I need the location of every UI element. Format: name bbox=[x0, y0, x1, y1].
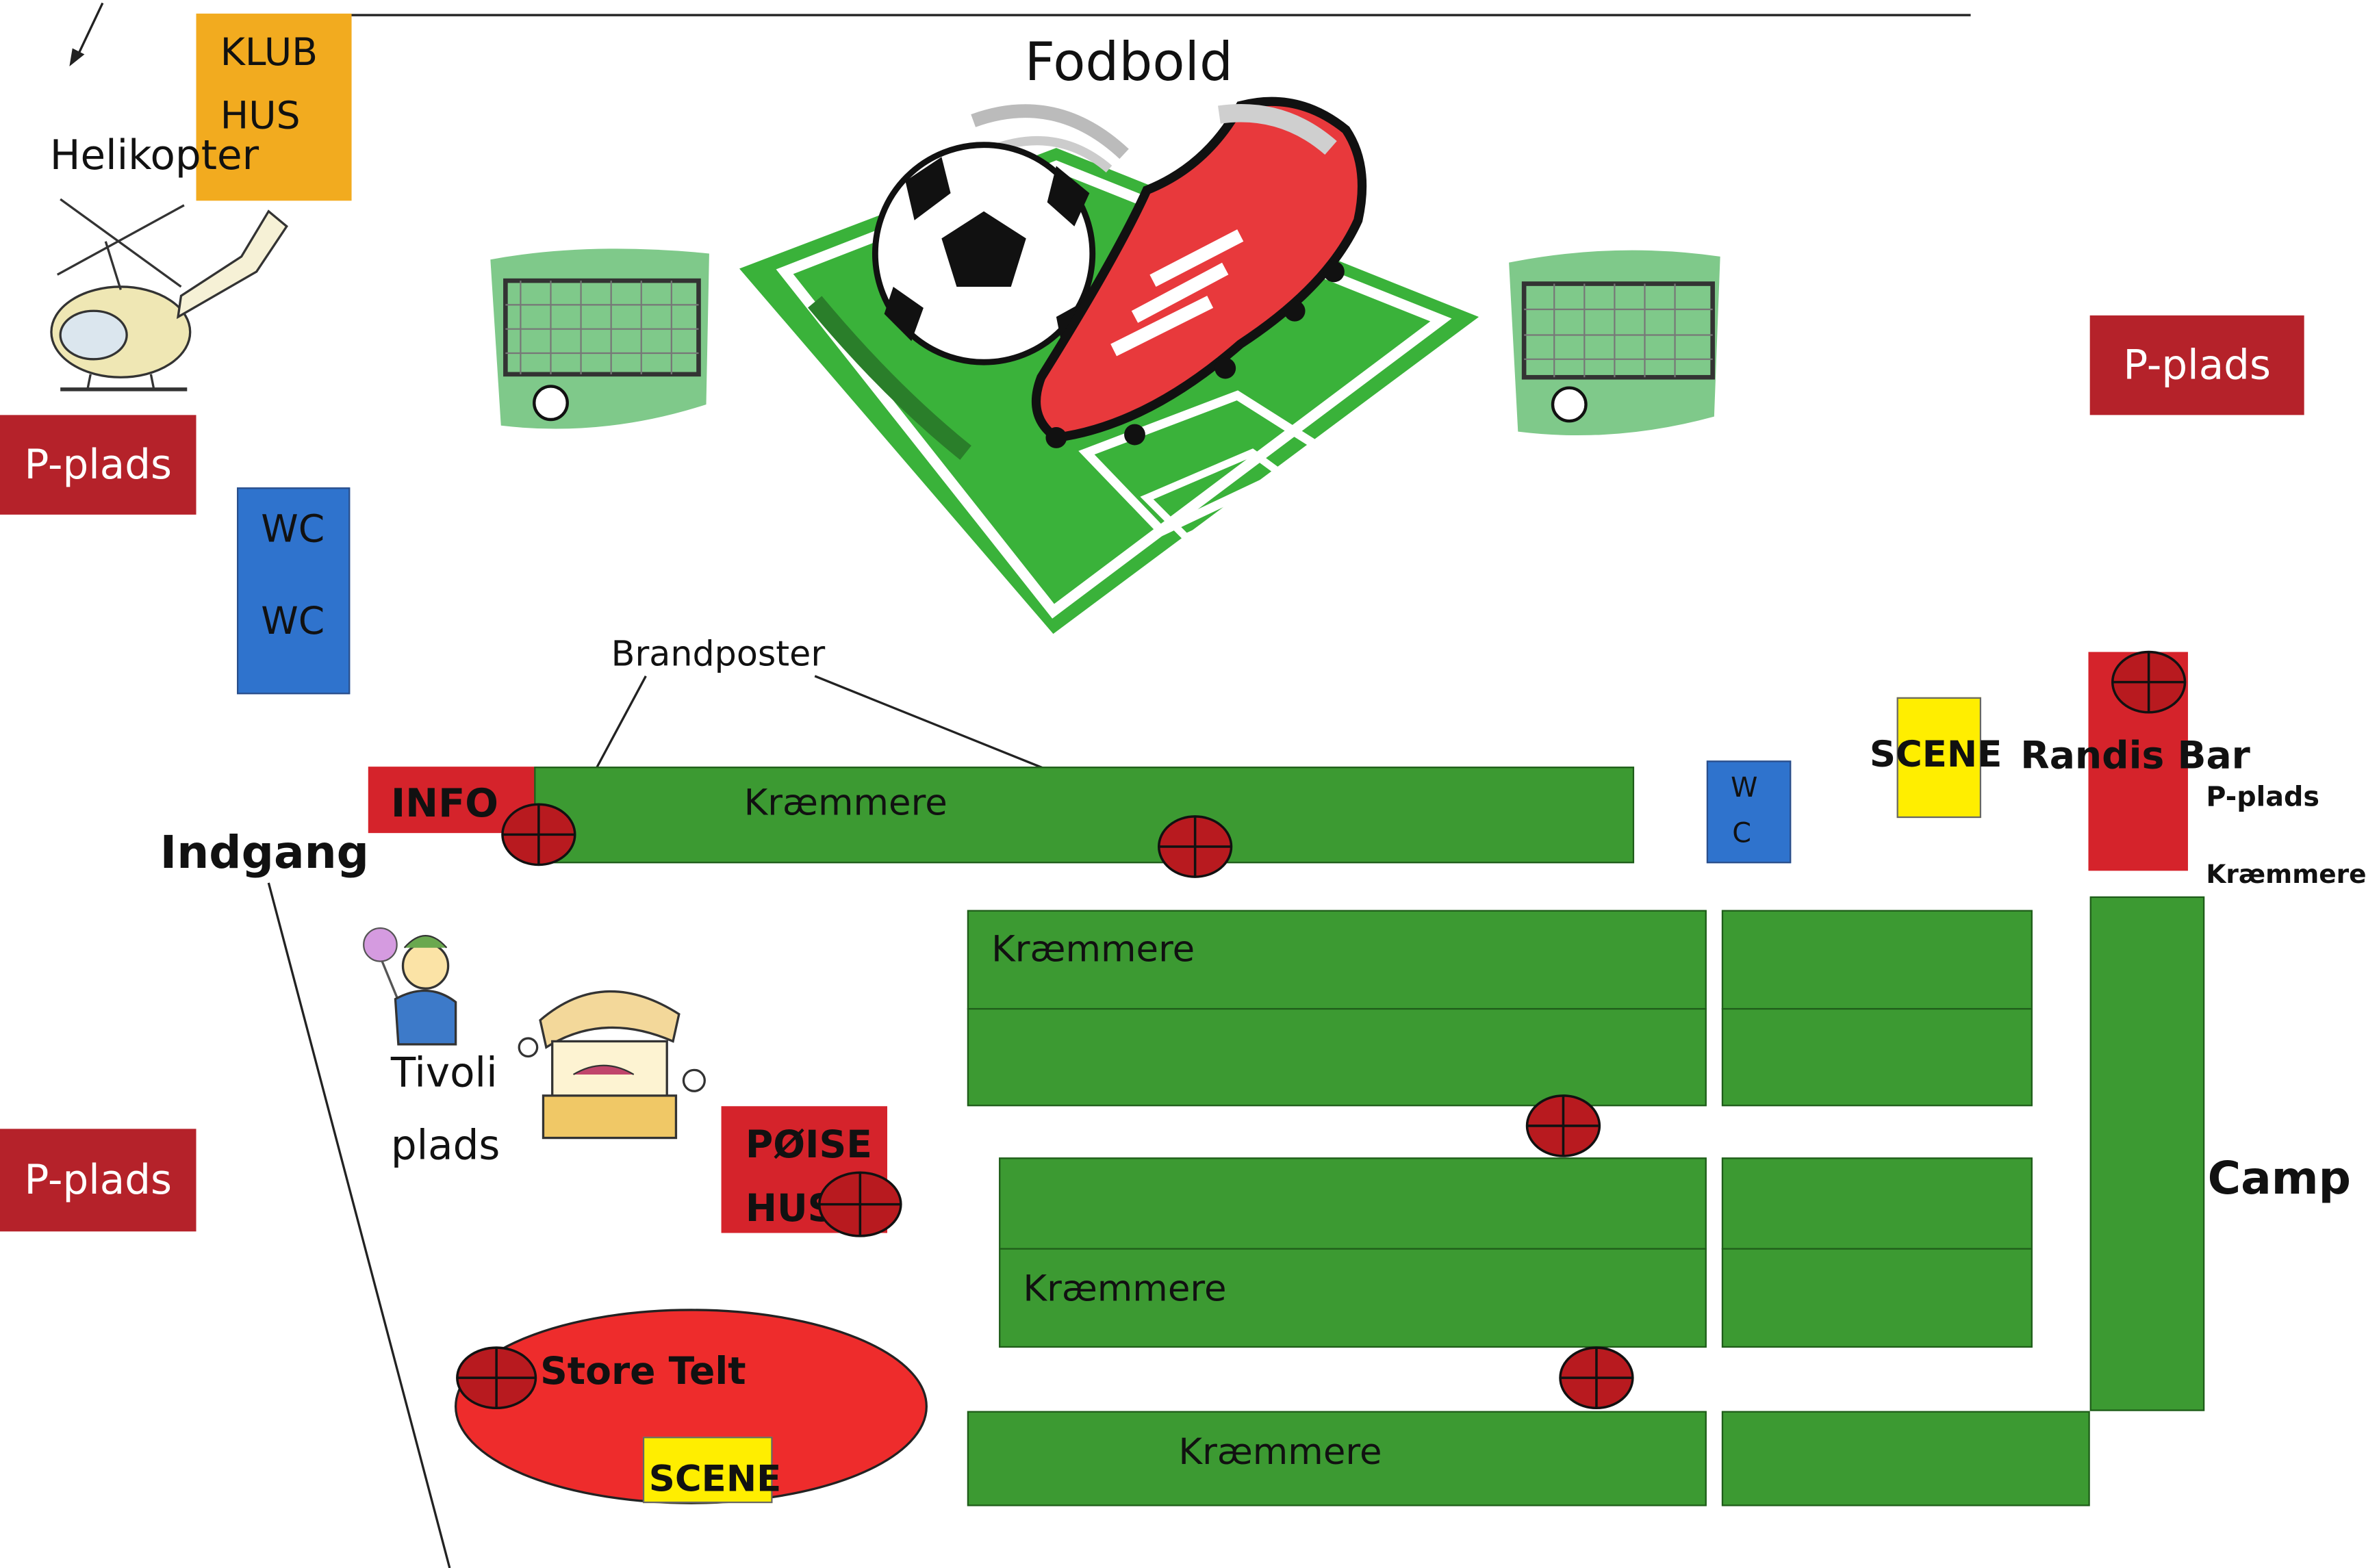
kraemmere-block-d1 bbox=[1721, 1157, 2033, 1250]
kraemmere-label-middle: Kræmmere bbox=[991, 928, 1195, 971]
kraemmere-label-bottom: Kræmmere bbox=[1178, 1430, 1382, 1474]
p-plads-label: P-plads bbox=[2123, 342, 2271, 389]
hydrant-icon bbox=[1157, 815, 1233, 878]
hydrant-icon bbox=[1559, 1346, 1634, 1410]
kraemmere-label-lower: Kræmmere bbox=[1023, 1268, 1227, 1310]
scene-top bbox=[1896, 697, 1981, 819]
p-plads-label: P-plads bbox=[24, 441, 173, 489]
wc-label-2: WC bbox=[261, 599, 325, 643]
kraemmere-block-a1 bbox=[967, 910, 1707, 1010]
scene-bottom-label: SCENE bbox=[648, 1458, 782, 1500]
wc-building bbox=[237, 487, 351, 695]
kraemmere-block-b2 bbox=[1721, 1007, 2033, 1107]
klubhus-label-line2: HUS bbox=[220, 93, 301, 138]
klubhus-label-line1: KLUB bbox=[220, 30, 318, 75]
tivoli-label-line2: plads bbox=[390, 1122, 500, 1170]
indgang-label: Indgang bbox=[160, 827, 370, 880]
kraemmere-label-top: Kræmmere bbox=[743, 782, 947, 824]
p-plads-label: P-plads bbox=[24, 1157, 173, 1204]
kraemmere-block-c2 bbox=[999, 1248, 1707, 1348]
randis-bar-label: Randis Bar bbox=[2020, 733, 2250, 777]
scene-top-label: SCENE bbox=[1869, 733, 2002, 776]
wc-label-1: WC bbox=[261, 506, 325, 551]
wc-small-building bbox=[1706, 760, 1792, 864]
kraemmere-block-b1 bbox=[1721, 910, 2033, 1010]
hydrant-icon bbox=[818, 1171, 902, 1237]
store-telt-label: Store Telt bbox=[540, 1349, 746, 1393]
wc-small-label-2: C bbox=[1732, 818, 1752, 850]
helikopter-label: Helikopter bbox=[49, 133, 259, 180]
brandposter-label: Brandposter bbox=[611, 635, 826, 675]
camp-strip bbox=[2089, 896, 2205, 1411]
p-plads-east: P-plads bbox=[2089, 315, 2304, 415]
hydrant-icon bbox=[456, 1346, 537, 1410]
hydrant-icon bbox=[501, 803, 576, 866]
kraemmere-block-e1 bbox=[967, 1411, 1707, 1506]
kraemmere-row-top bbox=[534, 767, 1635, 864]
p-plads-small-label: P-plads bbox=[2206, 782, 2320, 814]
kraemmere-block-e2 bbox=[1721, 1411, 2090, 1506]
page-title: Fodbold bbox=[1024, 33, 1233, 94]
scene-bottom bbox=[642, 1437, 773, 1504]
camp-label: Camp bbox=[2207, 1153, 2351, 1206]
tivoli-label-line1: Tivoli bbox=[390, 1050, 498, 1098]
wc-small-label-1: W bbox=[1731, 772, 1758, 805]
hydrant-icon bbox=[1525, 1094, 1601, 1157]
p-plads-west-bottom: P-plads bbox=[0, 1129, 196, 1232]
hydrant-icon bbox=[2111, 650, 2187, 714]
info-label: INFO bbox=[390, 782, 499, 827]
kraemmere-block-d2 bbox=[1721, 1248, 2033, 1348]
kraemmere-block-a2 bbox=[967, 1007, 1707, 1107]
kraemmere-cut-label: Kræmmere bbox=[2206, 860, 2366, 890]
poise-label-line1: PØISE bbox=[745, 1122, 872, 1167]
p-plads-west-top: P-plads bbox=[0, 415, 196, 515]
klubhus-building bbox=[196, 13, 352, 201]
